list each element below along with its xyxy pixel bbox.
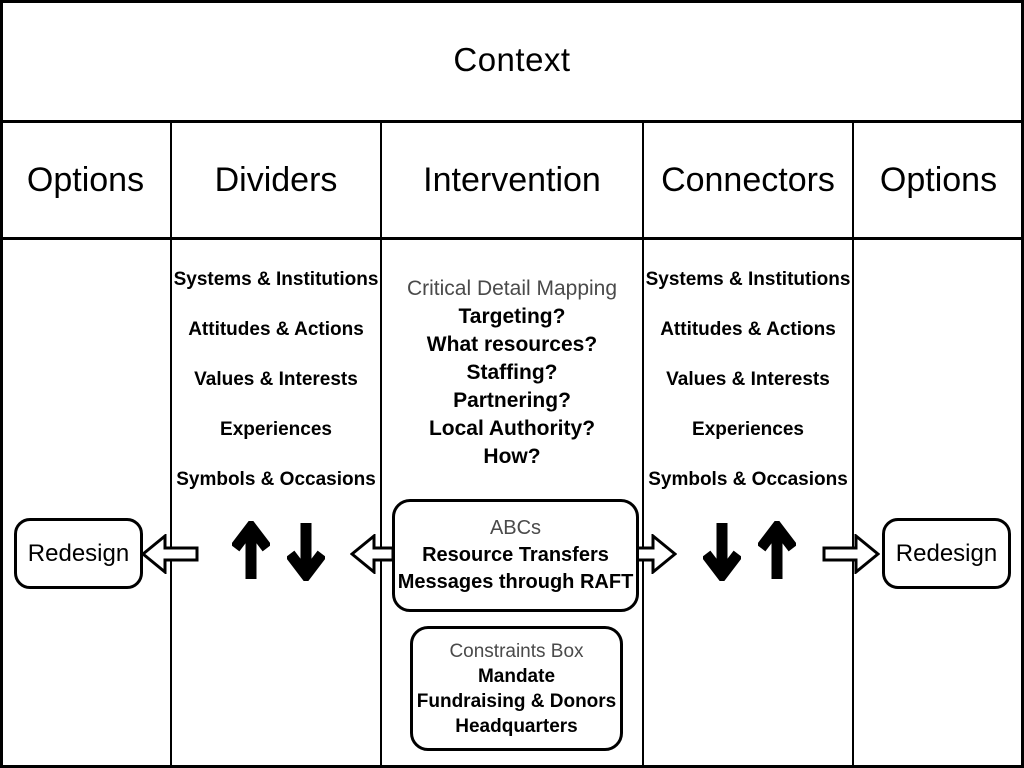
connectors-list-item: Systems & Institutions [645, 269, 851, 290]
dividers-list-item: Symbols & Occasions [176, 469, 376, 490]
dividers-list-item: Systems & Institutions [173, 269, 379, 290]
constraints-box: Constraints Box Mandate Fundraising & Do… [410, 626, 623, 751]
mapping-question: Targeting? [458, 305, 566, 328]
header-connectors: Connectors [661, 160, 835, 199]
critical-detail-mapping-block: Critical Detail Mapping Targeting? What … [381, 275, 643, 471]
mapping-question: Staffing? [466, 361, 558, 384]
header-intervention: Intervention [423, 160, 601, 199]
connectors-list: Systems & Institutions Attitudes & Actio… [643, 255, 853, 505]
redesign-box-left: Redesign [14, 518, 143, 589]
connectors-list-item: Attitudes & Actions [660, 319, 836, 340]
connectors-list-item: Values & Interests [666, 369, 830, 390]
header-options-left: Options [26, 160, 145, 199]
context-title: Context [453, 41, 571, 78]
column-line-2 [380, 120, 382, 768]
constraints-box-line: Mandate [477, 665, 556, 687]
abc-box-line: Resource Transfers [422, 544, 609, 566]
hollow-left-arrow-icon [141, 534, 199, 574]
hollow-left-arrow-icon [350, 534, 395, 574]
dividers-list-item: Values & Interests [194, 369, 358, 390]
dividers-list-item: Experiences [220, 419, 332, 440]
abc-box-line: Messages through RAFT [397, 571, 634, 593]
critical-detail-mapping-title: Critical Detail Mapping [406, 277, 618, 300]
solid-up-arrow-icon [758, 521, 796, 579]
mapping-question: Partnering? [453, 389, 571, 412]
redesign-box-right: Redesign [882, 518, 1011, 589]
constraints-box-title: Constraints Box [449, 640, 584, 662]
solid-down-arrow-icon [287, 523, 325, 581]
mapping-question: What resources? [426, 333, 598, 356]
abc-box: ABCs Resource Transfers Messages through… [392, 499, 639, 612]
constraints-box-line: Headquarters [455, 715, 578, 737]
solid-up-arrow-icon [232, 521, 270, 579]
dividers-list-item: Attitudes & Actions [188, 319, 364, 340]
context-divider-line [0, 120, 1024, 123]
column-line-1 [170, 120, 172, 768]
solid-down-arrow-icon [703, 523, 741, 581]
column-line-3 [642, 120, 644, 768]
header-options-right: Options [879, 160, 998, 199]
connectors-list-item: Experiences [692, 419, 804, 440]
column-line-4 [852, 120, 854, 768]
mapping-question: Local Authority? [428, 417, 596, 440]
mapping-question: How? [483, 445, 541, 468]
constraints-box-line: Fundraising & Donors [416, 690, 617, 712]
hollow-right-arrow-icon [822, 534, 880, 574]
dividers-list: Systems & Institutions Attitudes & Actio… [171, 255, 381, 505]
header-divider-line [0, 237, 1024, 240]
header-dividers: Dividers [214, 160, 338, 199]
connectors-list-item: Symbols & Occasions [648, 469, 848, 490]
abc-box-title: ABCs [489, 517, 542, 539]
